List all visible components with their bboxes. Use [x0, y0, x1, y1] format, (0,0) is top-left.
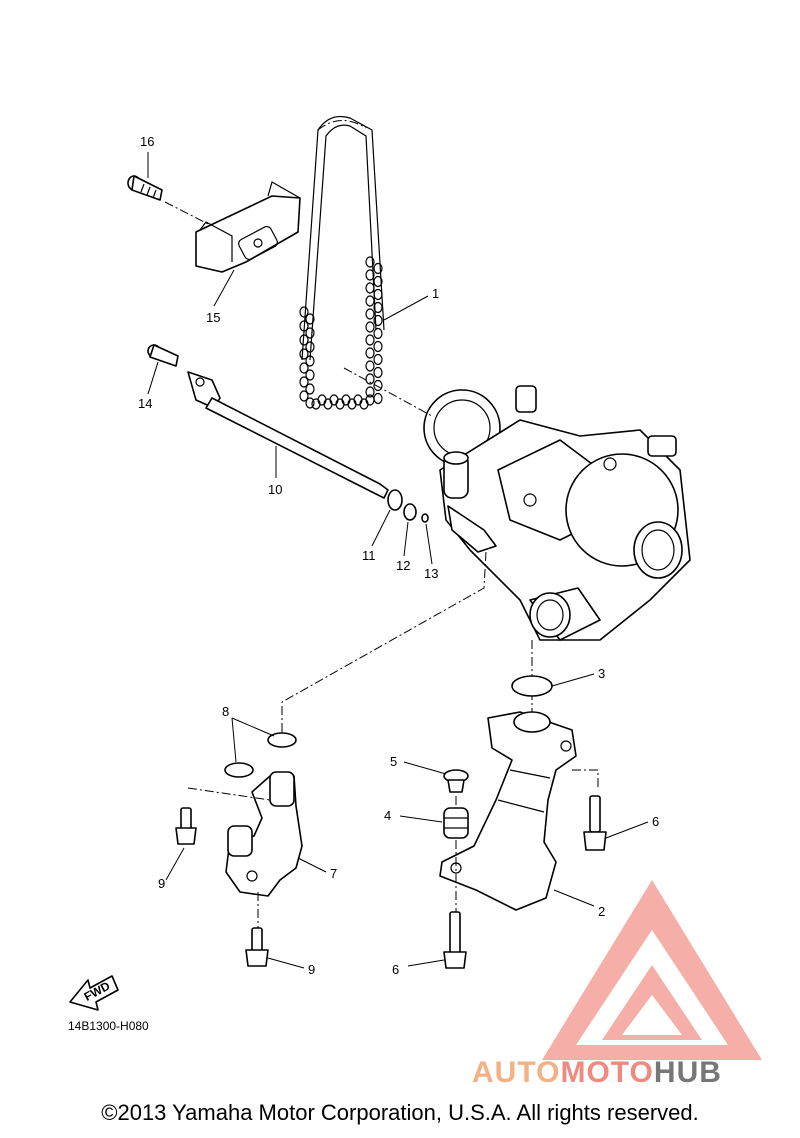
part-2-oil-strainer: [439, 711, 577, 911]
callout-12: 12: [396, 558, 410, 573]
callout-15: 15: [206, 310, 220, 325]
callout-16: 16: [140, 134, 154, 149]
part-16-screw: [127, 175, 163, 201]
callout-8: 8: [222, 704, 229, 719]
part-14-bolt: [147, 344, 179, 367]
part-5-cap: [443, 769, 469, 793]
part-10-shaft: [187, 371, 389, 499]
callout-6-lower: 6: [392, 962, 399, 977]
part-11-o-ring: [387, 489, 403, 511]
copyright-text: ©2013 Yamaha Motor Corporation, U.S.A. A…: [101, 1100, 699, 1125]
part-8-o-ring-lower: [224, 762, 254, 778]
part-7-pipe: [225, 771, 303, 897]
watermark-brand-part2: MOTO: [560, 1056, 654, 1089]
part-1-timing-chain: [299, 115, 385, 410]
watermark-brand-part1: AUTO: [472, 1056, 561, 1089]
callout-4: 4: [384, 808, 391, 823]
callout-14: 14: [138, 396, 152, 411]
callout-11: 11: [362, 548, 376, 563]
callout-3: 3: [598, 666, 605, 681]
part-12-o-ring: [403, 503, 417, 521]
oil-pump-assembly: [423, 385, 691, 641]
callout-2: 2: [598, 904, 605, 919]
part-3-o-ring: [511, 675, 553, 697]
watermark-logo: [542, 880, 762, 1060]
watermark-brand: AUTOMOTOHUB: [472, 1056, 722, 1090]
part-4-damper: [443, 807, 469, 839]
part-15-chain-guide: [195, 181, 301, 273]
callout-9-lower: 9: [308, 962, 315, 977]
callout-1: 1: [432, 286, 439, 301]
callout-10: 10: [268, 482, 282, 497]
part-8-o-ring-upper: [267, 732, 297, 748]
part-6-bolt-lower: [443, 911, 467, 969]
callout-6-upper: 6: [652, 814, 659, 829]
callout-5: 5: [390, 754, 397, 769]
part-13-o-ring: [421, 513, 429, 523]
part-9-bolt-lower: [245, 927, 269, 967]
watermark-brand-part3: HUB: [653, 1056, 722, 1089]
callout-9-upper: 9: [158, 876, 165, 891]
part-9-bolt-upper: [175, 807, 197, 845]
fwd-arrow-icon: FWD: [69, 975, 119, 1011]
callout-7: 7: [330, 866, 337, 881]
diagram-code: 14B1300-H080: [68, 1019, 149, 1033]
callout-13: 13: [424, 566, 438, 581]
part-6-bolt-upper: [583, 795, 607, 851]
